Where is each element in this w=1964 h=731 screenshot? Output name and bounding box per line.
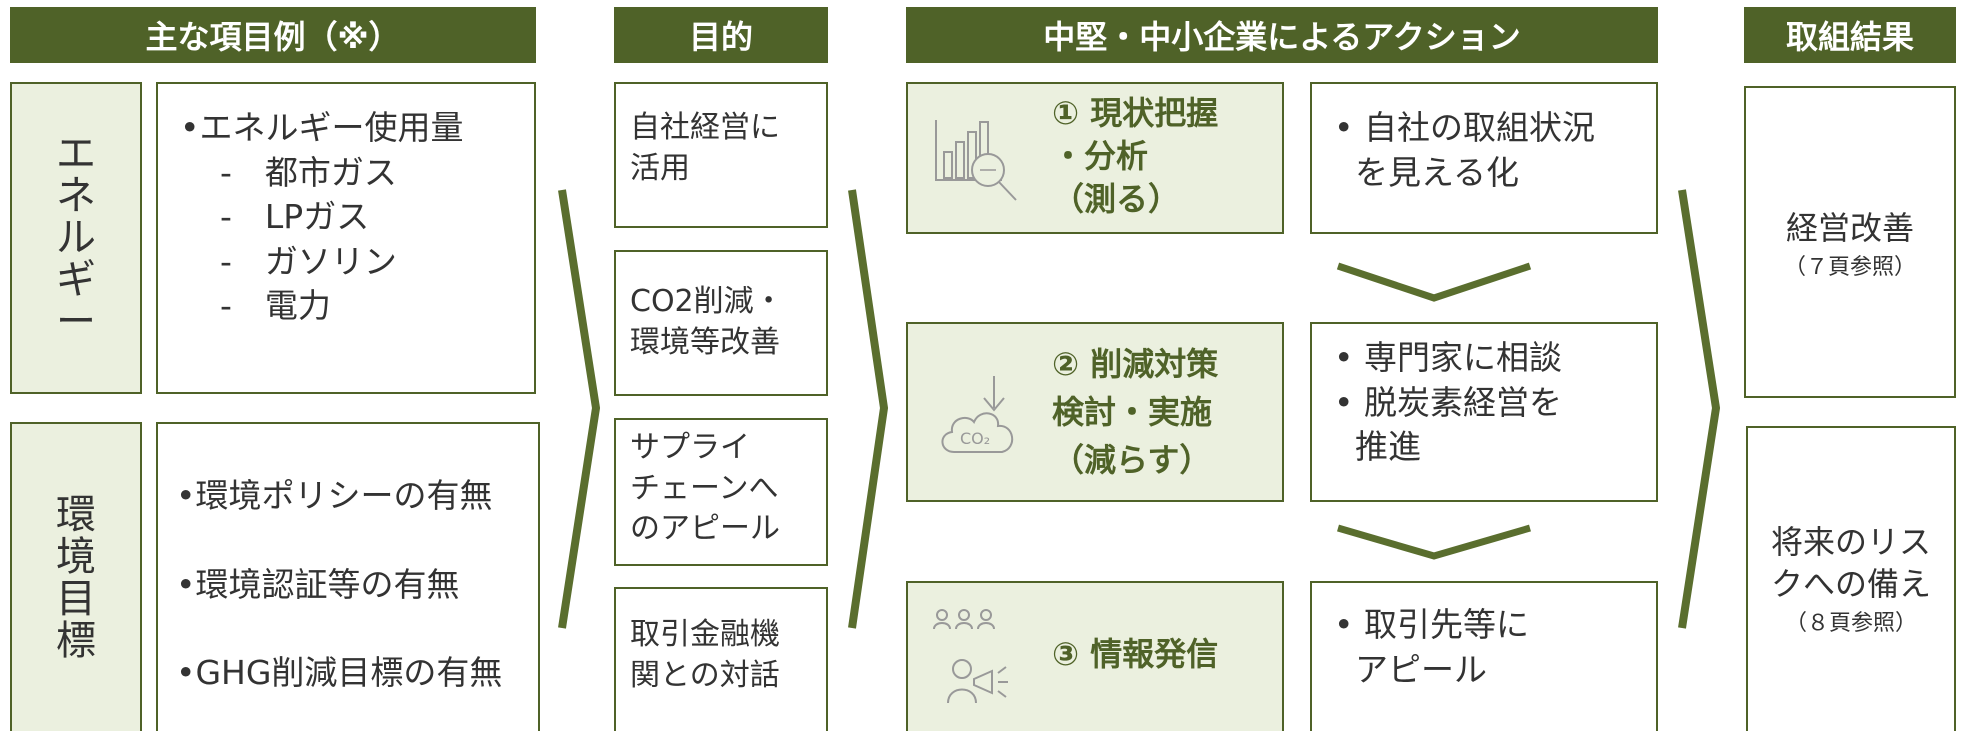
header-purpose: 目的 xyxy=(614,7,828,63)
energy-sub-item: - 都市ガス xyxy=(220,152,397,192)
step-1-desc: • 自社の取組状況 xyxy=(1334,108,1595,147)
env-label: 環 境 目 標 xyxy=(10,422,142,731)
result-main: 将来のリス xyxy=(1770,522,1931,561)
co2-reduction-icon: CO₂ xyxy=(941,376,1013,453)
energy-sub-item: - LPガス xyxy=(220,197,370,237)
purpose-text: 環境等改善 xyxy=(630,324,780,360)
step-3-desc-box: • 取引先等に アピール xyxy=(1310,581,1658,731)
env-label-char: 環 xyxy=(56,491,96,538)
result-main: クへの備え xyxy=(1770,564,1931,603)
header-actions: 中堅・中小企業によるアクション xyxy=(906,7,1658,63)
env-label-char: 境 xyxy=(56,533,96,580)
energy-label-char: ネ xyxy=(56,173,96,219)
env-item: •環境ポリシーの有無 xyxy=(176,476,493,515)
purpose-text: のアピール xyxy=(630,511,780,546)
step-1-title-box: ① 現状把握 ・分析 （測る） xyxy=(906,82,1284,234)
chevron-down-icon xyxy=(1336,262,1532,302)
env-items: •環境ポリシーの有無 •環境認証等の有無 •GHG削減目標の有無 xyxy=(156,422,540,731)
step-2-desc-box: • 専門家に相談 • 脱炭素経営を 推進 xyxy=(1310,322,1658,502)
step-2-title: ② 削減対策 xyxy=(1052,345,1219,383)
header-results: 取組結果 xyxy=(1744,7,1956,63)
purpose-text: 関との対話 xyxy=(630,657,780,693)
chevron-right-icon xyxy=(848,189,889,629)
result-box: 経営改善 （７頁参照） xyxy=(1744,86,1956,398)
result-note: （８頁参照） xyxy=(1784,611,1917,637)
env-item: •環境認証等の有無 xyxy=(176,564,460,604)
purpose-text: 活用 xyxy=(630,150,690,186)
step-1-title: （測る） xyxy=(1052,180,1181,219)
step-2-desc: • 脱炭素経営を xyxy=(1334,382,1562,422)
purpose-text: 取引金融機 xyxy=(630,617,780,652)
purpose-box: 取引金融機 関との対話 xyxy=(614,587,828,731)
step-1-title: ① 現状把握 xyxy=(1052,94,1219,132)
step-3-desc: • 取引先等に xyxy=(1334,605,1529,644)
energy-sub-item: - ガソリン xyxy=(220,241,397,281)
chevron-right-icon xyxy=(558,189,601,629)
energy-main-item: •エネルギー使用量 xyxy=(180,108,464,147)
step-3-title-box: ③ 情報発信 xyxy=(906,581,1284,731)
step-2-desc: • 専門家に相談 xyxy=(1334,338,1562,377)
step-1-title: ・分析 xyxy=(1052,137,1149,176)
purpose-box: サプライ チェーンへ のアピール xyxy=(614,418,828,566)
energy-label-char: ル xyxy=(56,215,96,261)
co2-icon-text: CO₂ xyxy=(960,429,990,448)
step-3-desc: アピール xyxy=(1334,649,1487,689)
purpose-text: チェーンへ xyxy=(630,470,779,506)
env-label-char: 標 xyxy=(56,617,96,664)
purpose-text: サプライ xyxy=(630,430,750,465)
result-note: （７頁参照） xyxy=(1783,255,1916,280)
step-1-desc: を見える化 xyxy=(1334,152,1519,192)
purpose-box: 自社経営に 活用 xyxy=(614,82,828,228)
step-2-title-box: CO₂ ② 削減対策 検討・実施 （減らす） xyxy=(906,322,1284,502)
chevron-down-icon xyxy=(1337,524,1531,560)
purpose-box: CO2削減・ 環境等改善 xyxy=(614,250,828,396)
energy-label-char: エ xyxy=(56,131,96,177)
step-2-title: （減らす） xyxy=(1052,441,1212,479)
energy-items: •エネルギー使用量 - 都市ガス - LPガス - ガソリン - 電力 xyxy=(156,82,536,394)
purpose-text: 自社経営に xyxy=(630,110,780,145)
header-items: 主な項目例（※） xyxy=(10,7,536,63)
purpose-text: CO2削減・ xyxy=(630,284,784,319)
result-main: 経営改善 xyxy=(1785,209,1914,247)
energy-label: エ ネ ル ギ ー xyxy=(10,82,142,394)
chevron-right-icon xyxy=(1678,189,1721,629)
energy-label-char: ー xyxy=(56,299,96,345)
megaphone-icon xyxy=(933,609,1008,704)
energy-label-char: ギ xyxy=(56,257,96,303)
step-1-desc-box: • 自社の取組状況 を見える化 xyxy=(1310,82,1658,234)
step-2-desc: 推進 xyxy=(1334,427,1421,467)
env-item: •GHG削減目標の有無 xyxy=(176,653,503,693)
step-2-title: 検討・実施 xyxy=(1052,393,1213,431)
step-3-title: ③ 情報発信 xyxy=(1052,635,1219,673)
env-label-char: 目 xyxy=(56,575,96,622)
analysis-icon xyxy=(935,120,1017,201)
energy-sub-item: - 電力 xyxy=(220,286,331,326)
result-box: 将来のリス クへの備え （８頁参照） xyxy=(1746,426,1956,731)
